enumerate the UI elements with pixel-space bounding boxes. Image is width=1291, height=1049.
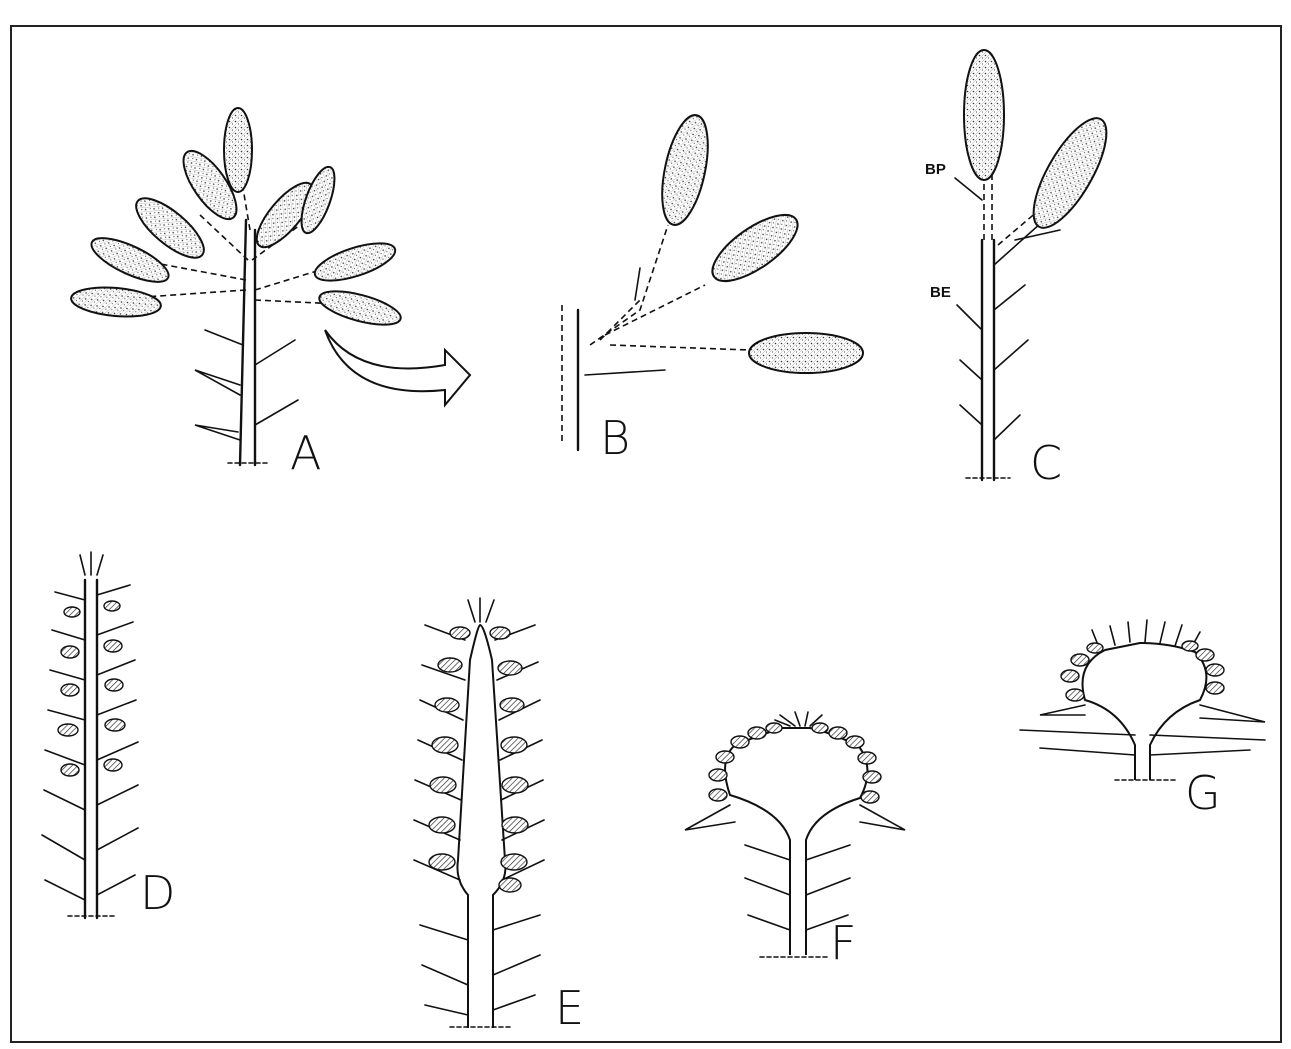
- panel-label-a: A: [290, 430, 321, 476]
- panel-c-drawing: [955, 50, 1120, 480]
- panel-a-drawing: [70, 108, 404, 465]
- panel-label-g: G: [1185, 770, 1221, 816]
- panel-label-c: C: [1030, 440, 1062, 486]
- panel-label-e: E: [555, 985, 584, 1031]
- panel-e-drawing: [414, 598, 544, 1028]
- panel-b-drawing: [562, 111, 863, 450]
- annotation-be: BE: [930, 285, 951, 300]
- panel-label-d: D: [140, 870, 175, 916]
- panel-label-f: F: [830, 920, 856, 966]
- annotation-bp: BP: [925, 162, 946, 177]
- panel-label-b: B: [600, 415, 630, 461]
- panel-g-drawing: [1020, 620, 1265, 780]
- panel-f-drawing: [685, 712, 905, 957]
- transition-arrow: [325, 330, 470, 405]
- panel-d-drawing: [42, 552, 138, 918]
